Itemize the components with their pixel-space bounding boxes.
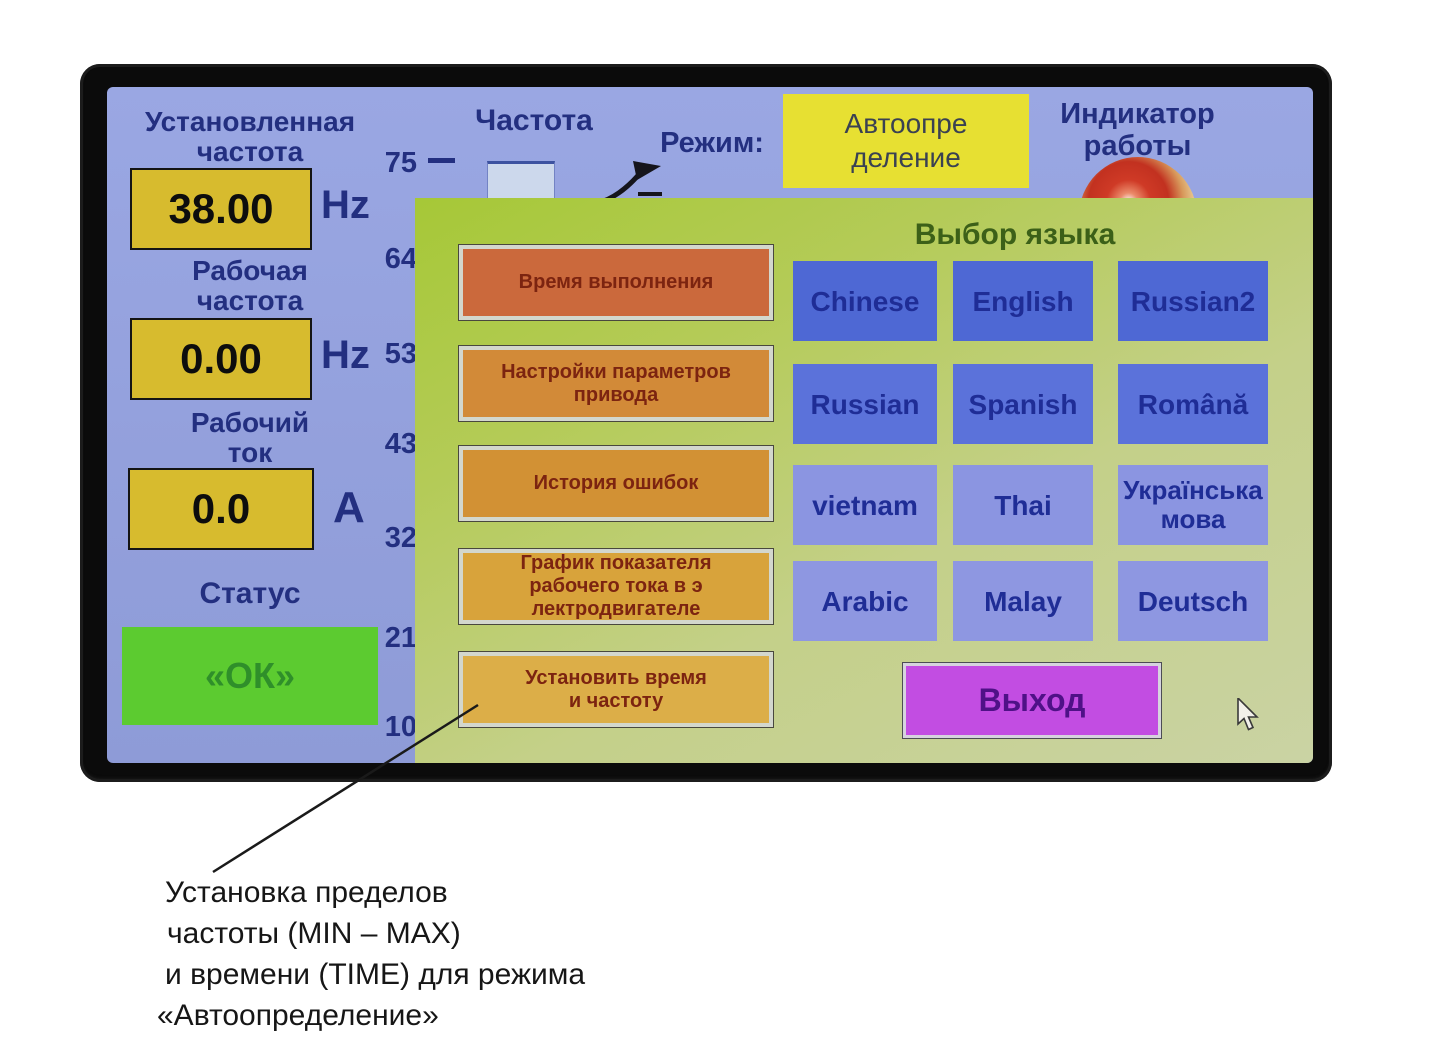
menu-button-drive-parameters-line1: Настройки параметров [501,360,731,383]
language-dialog: Выбор языка Время выполнения Настройки п… [415,198,1313,763]
annotation-line-3: и времени (TIME) для режима [165,958,586,991]
working-frequency-label: Рабочая частота [115,256,385,316]
menu-button-runtime[interactable]: Время выполнения [458,244,774,321]
annotation-line-2: частоты (MIN – MAX) [167,917,461,950]
menu-button-error-history-line1: История ошибок [533,472,699,494]
menu-button-runtime-line1: Время выполнения [518,271,714,293]
hmi-screen: Установленная частота 38.00 Hz Рабочая ч… [107,87,1313,763]
device-photo-frame: Установленная частота 38.00 Hz Рабочая ч… [80,64,1332,782]
status-ok-button[interactable]: «ОК» [122,627,378,725]
language-button-russian2[interactable]: Russian2 [1118,261,1268,341]
scale-tick-75-dash [428,158,455,163]
scale-tick-53: 53 [384,338,417,370]
mode-value-line1: Автоопре [844,108,968,139]
scale-tick-21: 21 [384,622,417,654]
dash-mark [638,192,662,196]
language-button-arabic[interactable]: Arabic [793,561,937,641]
run-indicator-label-line1: Индикатор [1060,98,1215,130]
language-button-ukrainian[interactable]: Українська мова [1118,465,1268,545]
scale-tick-43: 43 [384,428,417,460]
annotation-line-4: «Автоопределение» [157,999,439,1032]
menu-button-error-history[interactable]: История ошибок [458,445,774,522]
menu-button-current-graph-line2: рабочего тока в э [529,575,703,597]
working-current-label-line2: ток [227,437,273,468]
language-button-malay[interactable]: Malay [953,561,1093,641]
set-frequency-value[interactable]: 38.00 [130,168,312,250]
language-button-russian[interactable]: Russian [793,364,937,444]
working-current-value[interactable]: 0.0 [128,468,314,550]
menu-button-current-graph[interactable]: График показателя рабочего тока в э лект… [458,548,774,625]
menu-button-current-graph-line1: График показателя [520,552,712,574]
annotation-line-1: Установка пределов [165,876,448,909]
working-frequency-label-line2: частота [196,285,304,316]
annotation-text: Установка пределов частоты (MIN – MAX) и… [157,872,585,1036]
callout-line [212,703,479,874]
mouse-cursor-icon [1237,698,1259,731]
language-button-vietnam[interactable]: vietnam [793,465,937,545]
scale-tick-75: 75 [384,147,417,179]
status-label: Статус [199,577,301,610]
set-frequency-label-line1: Установленная [144,106,356,137]
mode-label: Режим: [660,127,764,159]
menu-button-set-time-frequency[interactable]: Установить время и частоту [458,651,774,728]
language-button-chinese[interactable]: Chinese [793,261,937,341]
set-frequency-label: Установленная частота [115,107,385,167]
language-button-spanish[interactable]: Spanish [953,364,1093,444]
run-indicator-label-line2: работы [1083,130,1192,162]
scale-tick-32: 32 [384,522,417,554]
working-frequency-value[interactable]: 0.00 [130,318,312,400]
scale-tick-64: 64 [384,243,417,275]
language-button-english[interactable]: English [953,261,1093,341]
run-indicator-label: Индикатор работы [1025,98,1250,162]
scale-tick-10: 10 [384,711,417,743]
working-frequency-unit: Hz [321,333,370,377]
language-button-thai[interactable]: Thai [953,465,1093,545]
exit-button[interactable]: Выход [902,662,1162,739]
menu-button-set-time-frequency-line1: Установить время [525,666,707,689]
set-frequency-unit: Hz [321,183,370,227]
menu-button-current-graph-line3: лектродвигателе [531,598,701,620]
menu-button-set-time-frequency-line2: и частоту [568,689,664,712]
working-current-unit: A [333,483,365,532]
language-button-deutsch[interactable]: Deutsch [1118,561,1268,641]
language-button-romanian[interactable]: Română [1118,364,1268,444]
mode-value-line2: деление [851,142,961,173]
frequency-chart-label: Частота [475,104,593,137]
menu-button-drive-parameters[interactable]: Настройки параметров привода [458,345,774,422]
working-frequency-label-line1: Рабочая [192,255,308,286]
dialog-title: Выбор языка [914,218,1116,251]
set-frequency-label-line2: частота [196,136,304,167]
working-current-label-line1: Рабочий [190,407,310,438]
working-current-label: Рабочий ток [115,408,385,468]
menu-button-drive-parameters-line2: привода [573,383,659,406]
mode-autodetect-button[interactable]: Автоопре деление [783,94,1029,188]
